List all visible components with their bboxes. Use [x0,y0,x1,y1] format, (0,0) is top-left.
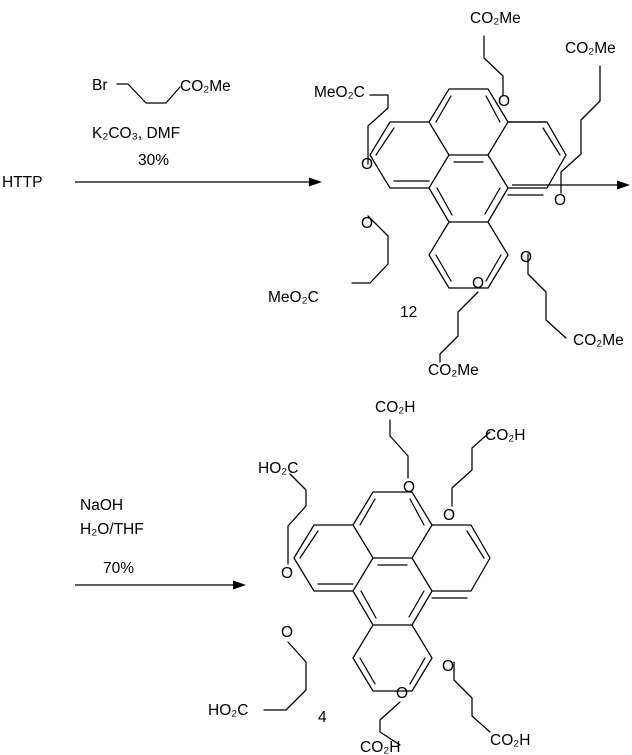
ester-label: CO₂Me [565,40,616,57]
acid-label: CO₂H [490,732,530,749]
acid-label: CO₂H [360,739,400,755]
o-atom: O [472,275,484,292]
ester-label: MeO₂C [268,289,319,306]
o-atom: O [281,565,293,582]
o-atom: O [281,624,293,641]
ester-label: MeO₂C [314,84,365,101]
ester-label: CO₂Me [428,362,479,379]
acid-label: CO₂H [485,427,525,444]
step1-arrow [75,177,322,187]
step2-yield: 70% [103,560,134,577]
acid-label: HO₂C [208,702,248,719]
compound-12-structure: O O O O O O CO₂Me CO₂Me MeO₂C MeO₂C CO₂M… [268,10,624,379]
compound-12-core [369,88,567,289]
compound-4-number: 4 [318,709,327,726]
step1-yield: 30% [138,152,169,169]
compound-4-core [293,491,491,692]
compound-12-number: 12 [400,304,417,321]
o-atom: O [361,215,373,232]
acid-label: HO₂C [258,460,298,477]
step2-arrow [75,580,246,590]
step2-continuation-arrow [512,180,630,190]
starting-material-label: HTTP [2,174,42,191]
compound-4-structure: O O O O O O CO₂H CO₂H HO₂C HO₂C CO₂H CO₂… [208,399,530,755]
o-atom: O [442,658,454,675]
o-atom: O [554,192,566,209]
reagent-chain [116,83,181,104]
compound-4-oxygens: O O O O O O [281,479,455,702]
step2-base: NaOH [80,497,123,514]
ester-label: CO₂Me [573,332,624,349]
o-atom: O [498,93,510,110]
o-atom: O [403,479,415,496]
step1-conditions: K₂CO₃, DMF [92,125,180,142]
acid-label: CO₂H [375,399,415,416]
ester-label: CO₂Me [470,10,521,27]
step2-solvent: H₂O/THF [80,521,144,538]
compound-12-oxygens: O O O O O O [361,93,566,292]
compound-12-side-chains [351,35,601,363]
reagent-br-label: Br [92,77,108,94]
o-atom: O [361,156,373,173]
o-atom: O [520,249,532,266]
reagent-ester-label: CO₂Me [180,78,231,95]
compound-4-side-chains [263,419,491,746]
bromoester-reagent: Br CO₂Me [92,77,231,104]
o-atom: O [396,685,408,702]
o-atom: O [443,507,455,524]
